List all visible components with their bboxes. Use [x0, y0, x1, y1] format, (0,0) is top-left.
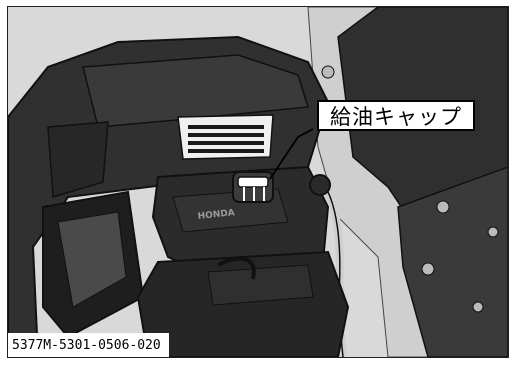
bolt [487, 226, 499, 238]
oil-filler-cap [232, 171, 274, 203]
engine-detail [207, 264, 314, 306]
bolt [321, 65, 335, 79]
leader-line [269, 128, 314, 180]
engine-illustration: HONDA [8, 7, 508, 357]
grille-holes [188, 125, 264, 153]
wire [217, 256, 256, 280]
bolt [421, 262, 435, 276]
figure-id: 5377M-5301-0506-020 [8, 333, 169, 357]
engine-block [136, 250, 350, 357]
shroud-side [47, 121, 109, 198]
callout-label: 給油キャップ [317, 100, 475, 131]
bolt [472, 301, 484, 313]
bolt [436, 200, 450, 214]
figure-frame: HONDA 給油キャップ 5377M-5301-0506-020 [7, 6, 509, 358]
side-window [57, 211, 127, 308]
brand-mark: HONDA [197, 208, 235, 222]
hose-clamp [309, 174, 331, 196]
